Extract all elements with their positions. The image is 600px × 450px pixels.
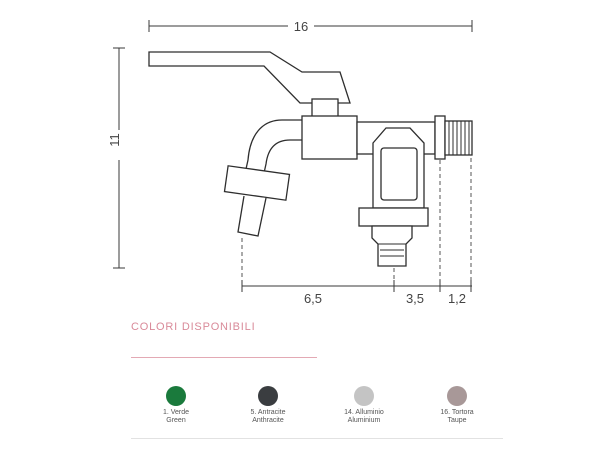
handle-stem <box>311 98 339 118</box>
color-swatch-green: 1. Verde Green <box>131 386 221 425</box>
height-label: 11 <box>107 133 122 147</box>
swatch-label-line2: Anthracite <box>252 417 284 424</box>
thread-dimension-label: 1,2 <box>448 291 466 306</box>
valve-body <box>301 115 358 160</box>
faucet-drawing <box>148 51 473 267</box>
swatch-dot <box>354 386 374 406</box>
bottom-divider <box>131 438 503 439</box>
width-label: 16 <box>294 19 308 34</box>
swatch-dot <box>447 386 467 406</box>
lever-handle <box>148 51 351 104</box>
extension-lines <box>241 158 472 286</box>
swatch-label-line2: Taupe <box>447 417 467 424</box>
swatch-label-line2: Aluminium <box>347 417 381 424</box>
colors-title-underline <box>131 357 317 358</box>
color-swatch-taupe: 16. Tortora Taupe <box>412 386 502 425</box>
pipe-flange <box>434 115 446 160</box>
swatch-label-line1: 1. Verde <box>162 409 190 416</box>
hose-nozzle <box>237 195 267 237</box>
color-swatch-anthracite: 5. Antracite Anthracite <box>223 386 313 425</box>
swatch-dot <box>258 386 278 406</box>
swatch-label-line1: 14. Alluminio <box>344 409 384 416</box>
swatch-label-line1: 16. Tortora <box>440 409 474 416</box>
bottom-dimension-line <box>241 280 472 292</box>
hose-ring <box>223 165 291 201</box>
color-swatch-aluminium: 14. Alluminio Aluminium <box>319 386 409 425</box>
swatch-label-line1: 5. Antracite <box>250 409 286 416</box>
outlet-hex-window <box>380 147 418 201</box>
spout-dimension-label: 6,5 <box>304 291 322 306</box>
middle-dimension-label: 3,5 <box>406 291 424 306</box>
colors-section-title: COLORI DISPONIBILI <box>131 321 256 333</box>
height-dimension-line <box>113 47 125 269</box>
thread-lines <box>448 121 470 155</box>
outlet-spigot <box>371 225 413 267</box>
swatch-label-line2: Green <box>166 417 186 424</box>
swatch-dot <box>166 386 186 406</box>
outlet-collar <box>358 207 429 227</box>
